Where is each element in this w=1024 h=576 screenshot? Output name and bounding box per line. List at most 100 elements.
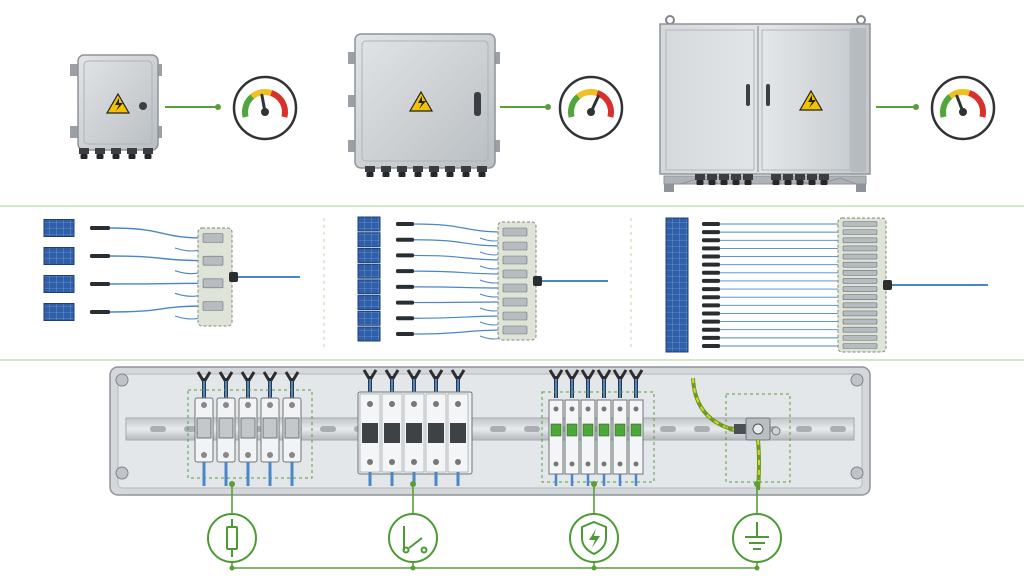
terminal bbox=[842, 326, 878, 333]
cable-gland bbox=[819, 174, 829, 180]
terminal bbox=[842, 237, 878, 244]
string-cable bbox=[413, 301, 507, 304]
string-cable bbox=[109, 282, 206, 285]
breaker-toggle bbox=[406, 423, 422, 443]
rail-slot bbox=[490, 426, 506, 432]
cable-gland bbox=[477, 166, 487, 172]
surge-protection-shield-icon bbox=[569, 513, 619, 563]
solar-panel bbox=[357, 263, 381, 279]
solar-panel bbox=[357, 232, 381, 248]
terminal bbox=[202, 301, 224, 311]
gauge-large bbox=[930, 75, 996, 141]
solar-panel bbox=[43, 275, 75, 293]
large-cabinet-group bbox=[659, 15, 871, 192]
fuse-cartridge bbox=[284, 417, 300, 439]
wiring-large bbox=[665, 217, 988, 353]
rail-slot bbox=[150, 426, 166, 432]
cable-gland bbox=[397, 166, 407, 172]
rail-slot bbox=[320, 426, 336, 432]
switch-icon bbox=[388, 513, 438, 563]
terminal bbox=[842, 278, 878, 284]
string-cable bbox=[413, 315, 507, 319]
mc4-connector bbox=[702, 246, 720, 251]
mc4-connector bbox=[702, 319, 720, 324]
spd-indicator bbox=[614, 423, 626, 437]
callout-lines bbox=[231, 484, 758, 569]
solar-panel bbox=[43, 219, 75, 237]
string-cable bbox=[413, 223, 507, 233]
terminal bbox=[502, 241, 528, 251]
cable-gland-row bbox=[79, 148, 153, 159]
wiring-small bbox=[43, 219, 300, 327]
mc4-connector bbox=[396, 237, 414, 242]
cable-gland-row bbox=[365, 166, 487, 177]
cable-gland bbox=[743, 174, 753, 180]
fuse-holder-group bbox=[187, 371, 313, 486]
mc4-connector bbox=[90, 282, 110, 286]
terminal bbox=[502, 227, 528, 237]
breaker-toggle bbox=[428, 423, 444, 443]
rail-slot bbox=[524, 426, 540, 432]
mc4-connector bbox=[702, 230, 720, 235]
surge-protection-group bbox=[541, 369, 655, 486]
connector-small bbox=[165, 104, 221, 110]
gauge-medium bbox=[558, 75, 624, 141]
wiring-medium bbox=[357, 216, 608, 342]
solar-panel bbox=[357, 279, 381, 295]
cable-gland bbox=[365, 166, 375, 172]
terminal bbox=[502, 311, 528, 321]
warning-sign-icon bbox=[408, 90, 434, 112]
mc4-connector bbox=[702, 262, 720, 267]
cable-gland bbox=[707, 174, 717, 180]
string-cable bbox=[413, 270, 507, 275]
mc4-connector bbox=[702, 254, 720, 259]
mc4-connector bbox=[702, 287, 720, 292]
warning-sign-icon bbox=[798, 89, 824, 111]
terminal bbox=[502, 283, 528, 293]
mc4-connector bbox=[702, 327, 720, 332]
mc4-connector bbox=[702, 270, 720, 275]
mc4-connector bbox=[90, 310, 110, 314]
cable-gland bbox=[807, 174, 817, 180]
mc4-connector bbox=[702, 311, 720, 316]
terminal bbox=[842, 245, 878, 252]
mc4-connector bbox=[702, 278, 720, 283]
rail-slot bbox=[796, 426, 812, 432]
cable-gland bbox=[795, 174, 805, 180]
spd-indicator bbox=[550, 423, 562, 437]
string-cable bbox=[109, 255, 206, 262]
breaker-toggle bbox=[362, 423, 378, 443]
floor-standing-cabinet bbox=[659, 15, 871, 192]
circuit-breaker-group bbox=[357, 369, 473, 486]
string-cable bbox=[413, 286, 507, 289]
terminal bbox=[842, 343, 878, 349]
terminal bbox=[502, 325, 528, 335]
solar-panel bbox=[43, 247, 75, 265]
solar-panel bbox=[43, 303, 75, 321]
rail-slot bbox=[660, 426, 676, 432]
mc4-connector bbox=[702, 335, 720, 340]
cable-gland bbox=[731, 174, 741, 180]
fuse-cartridge bbox=[240, 417, 256, 439]
connector-medium bbox=[500, 104, 551, 110]
connector-large bbox=[876, 104, 919, 110]
spd-indicator bbox=[566, 423, 578, 437]
cable-gland bbox=[783, 174, 793, 180]
cable-gland bbox=[719, 174, 729, 180]
mc4-connector bbox=[396, 284, 414, 289]
medium-enclosure-group bbox=[348, 33, 500, 177]
terminal bbox=[202, 233, 224, 243]
cable-gland bbox=[429, 166, 439, 172]
cable-gland bbox=[111, 148, 121, 154]
string-cable bbox=[413, 329, 507, 335]
mc4-connector bbox=[396, 316, 414, 321]
highlight-frame bbox=[541, 391, 655, 483]
callout-dots bbox=[229, 481, 760, 571]
string-cable bbox=[413, 254, 507, 261]
solar-panel bbox=[357, 247, 381, 263]
output-gland bbox=[533, 276, 542, 286]
terminal bbox=[842, 310, 878, 317]
small-enclosure-group bbox=[70, 54, 162, 159]
fuse-icon bbox=[207, 513, 257, 563]
